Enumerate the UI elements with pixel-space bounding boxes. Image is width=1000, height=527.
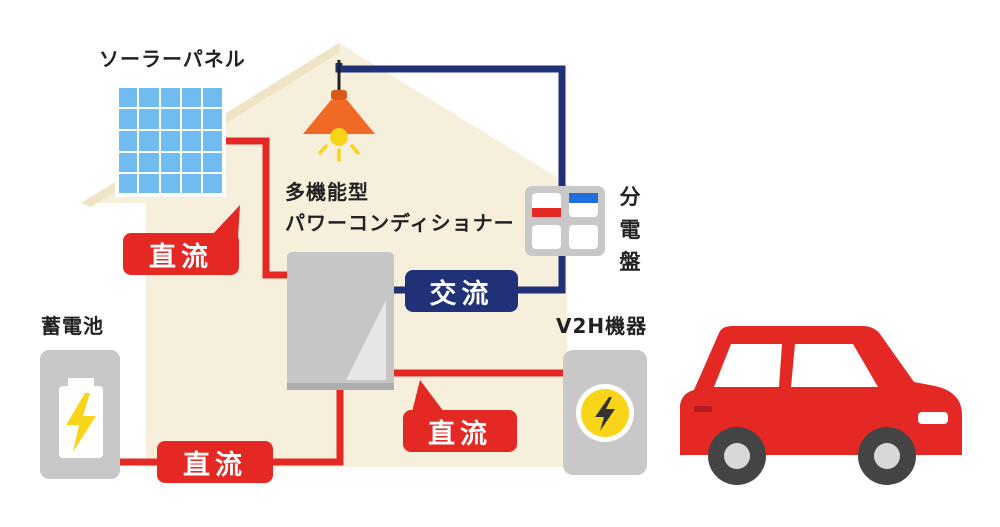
- ac-tag-board: 交流: [405, 270, 518, 312]
- power-conditioner-label-line2: パワーコンディショナー: [285, 211, 515, 235]
- power-conditioner-label-line1: 多機能型: [285, 180, 369, 204]
- storage-battery-label: 蓄電池: [41, 314, 104, 338]
- storage-battery-icon: [40, 350, 120, 479]
- distribution-board-label: 分 電 盤: [617, 181, 643, 279]
- distribution-board-label-char-2: 電: [619, 217, 641, 242]
- lamp-icon: [303, 60, 375, 162]
- solar-panel-icon: [115, 84, 226, 197]
- dc-tag-solar: 直流: [123, 233, 239, 275]
- electric-car-icon: [680, 326, 962, 485]
- distribution-board-icon: [525, 186, 605, 256]
- v2h-device-label: V2H機器: [556, 314, 648, 338]
- dc-line-solar-to-pcs: [222, 137, 293, 279]
- dc-tag-v2h: 直流: [403, 410, 517, 452]
- distribution-board-label-char-1: 分: [619, 185, 641, 209]
- power-conditioner-icon: [287, 252, 394, 390]
- v2h-device-icon: [563, 350, 647, 475]
- solar-panel-label: ソーラーパネル: [99, 47, 246, 71]
- distribution-board-label-char-3: 盤: [619, 250, 641, 275]
- dc-tag-v2h-pointer: [412, 380, 444, 412]
- dc-tag-battery: 直流: [157, 441, 273, 483]
- dc-tag-solar-pointer: [212, 205, 240, 237]
